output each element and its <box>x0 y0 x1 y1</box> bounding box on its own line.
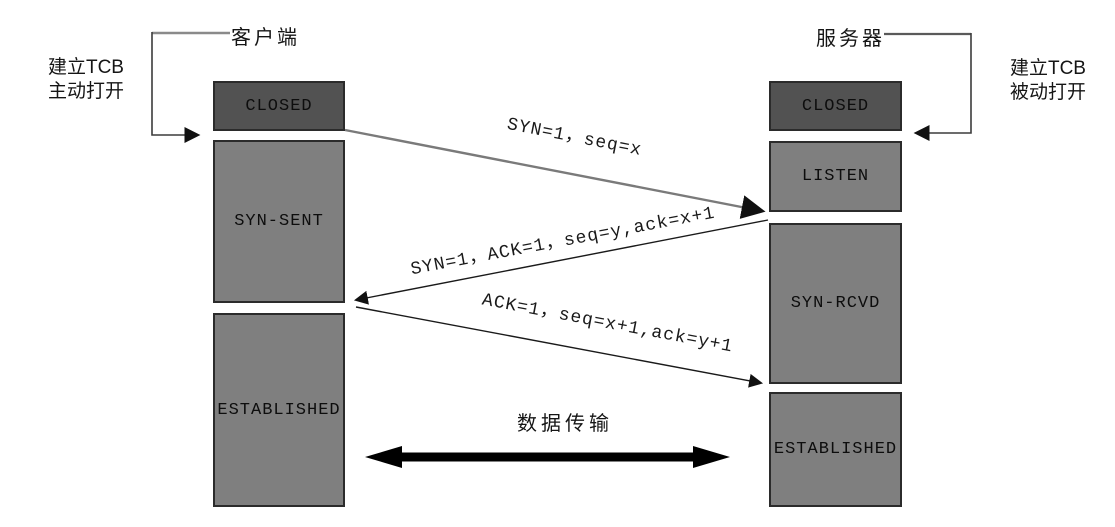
client-tcb-note-line2: 主动打开 <box>47 81 124 102</box>
server-title: 服务器 <box>816 28 885 50</box>
server-tcb-note-line1: 建立TCB <box>1009 58 1086 79</box>
client-tcb-note-line1: 建立TCB <box>47 57 124 78</box>
server-state-listen: LISTEN <box>769 141 902 212</box>
arrow-syn <box>344 128 766 219</box>
arrow-syn-ack <box>353 219 769 305</box>
server-tcb-note-line2: 被动打开 <box>1009 82 1086 103</box>
data-transfer-arrow <box>365 446 730 468</box>
client-open-bracket <box>151 31 230 143</box>
arrow-ack <box>355 306 764 388</box>
data-transfer-label: 数据传输 <box>517 413 613 435</box>
server-open-bracket <box>884 32 972 141</box>
server-tcb-note: 建立TCB 被动打开 <box>988 57 1108 105</box>
client-state-syn-sent: SYN-SENT <box>213 140 345 303</box>
server-state-established: ESTABLISHED <box>769 392 902 507</box>
client-tcb-note: 建立TCB 主动打开 <box>26 56 146 104</box>
client-title: 客户端 <box>231 27 300 49</box>
client-state-established: ESTABLISHED <box>213 313 345 507</box>
client-state-closed: CLOSED <box>213 81 345 131</box>
server-state-closed: CLOSED <box>769 81 902 131</box>
server-state-syn-rcvd: SYN-RCVD <box>769 223 902 384</box>
